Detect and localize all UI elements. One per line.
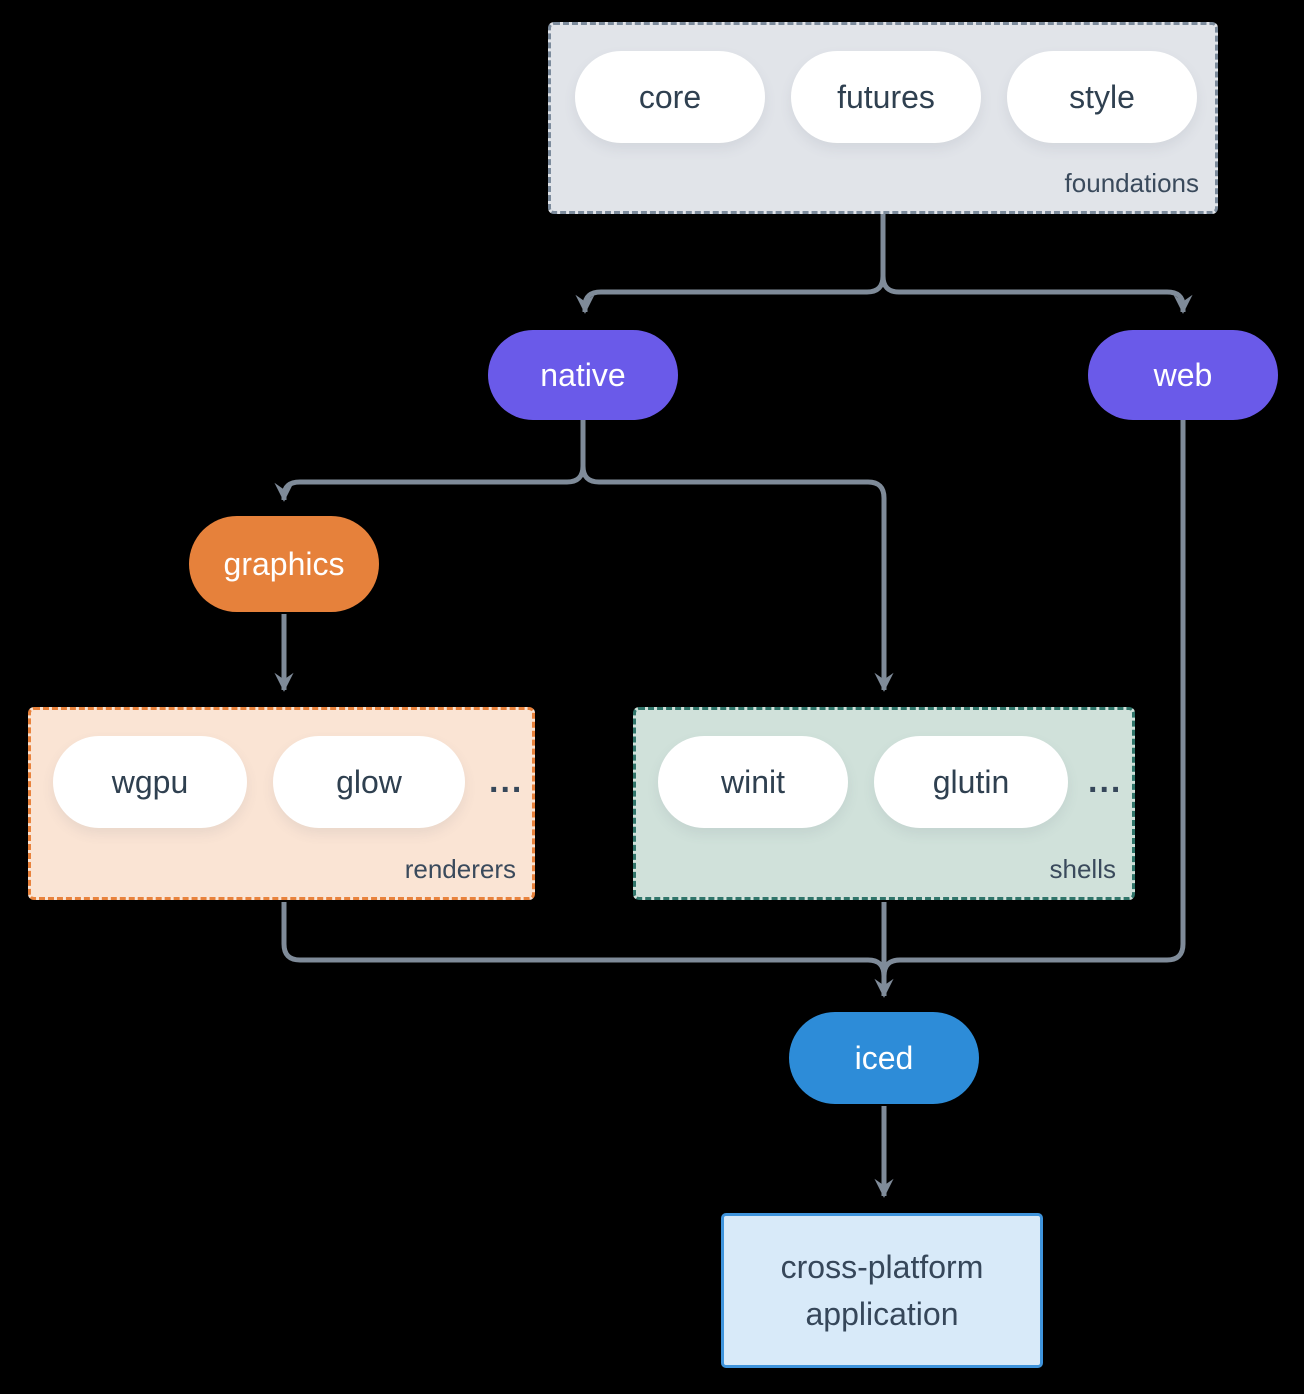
node-label: native [540,356,626,393]
node-label: web [1153,356,1213,393]
more-renderers-ellipsis: ... [489,762,524,800]
crate-pill-glutin: glutin [874,736,1068,828]
more-shells-ellipsis: ... [1088,762,1123,800]
crate-pill-core: core [575,51,765,143]
app-label-line2: application [805,1295,959,1332]
node-web: web [1088,330,1278,420]
crate-label: glow [336,763,402,800]
node-graphics: graphics [189,516,379,612]
crate-pill-style: style [1007,51,1197,143]
crate-label: style [1069,78,1135,115]
crate-label: wgpu [111,763,189,800]
renderers-group-label: renderers [404,854,516,884]
edge-native-graphics [274,420,586,502]
cross-platform-application-box: cross-platform application [721,1213,1043,1368]
edge-foundations-web [880,214,1193,314]
crate-pill-futures: futures [791,51,981,143]
node-label: iced [854,1039,914,1076]
foundations-group: core futures style foundations [548,22,1218,214]
node-iced: iced [789,1012,979,1104]
foundations-group-label: foundations [1064,168,1199,198]
crate-label: winit [720,763,785,800]
crate-pill-glow: glow [273,736,465,828]
crate-label: glutin [932,763,1010,800]
crate-label: core [638,78,702,115]
shells-group-label: shells [1049,854,1116,884]
node-label: graphics [223,545,345,582]
edge-native-shells [580,420,894,692]
node-native: native [488,330,678,420]
crate-label: futures [837,78,935,115]
shells-group: winit glutin ... shells [633,707,1135,900]
app-label-line1: cross-platform [780,1248,984,1285]
edge-renderers-merge [281,902,887,977]
crate-pill-winit: winit [658,736,848,828]
edge-foundations-native [575,214,886,314]
crate-pill-wgpu: wgpu [53,736,247,828]
renderers-group: wgpu glow ... renderers [28,707,535,900]
